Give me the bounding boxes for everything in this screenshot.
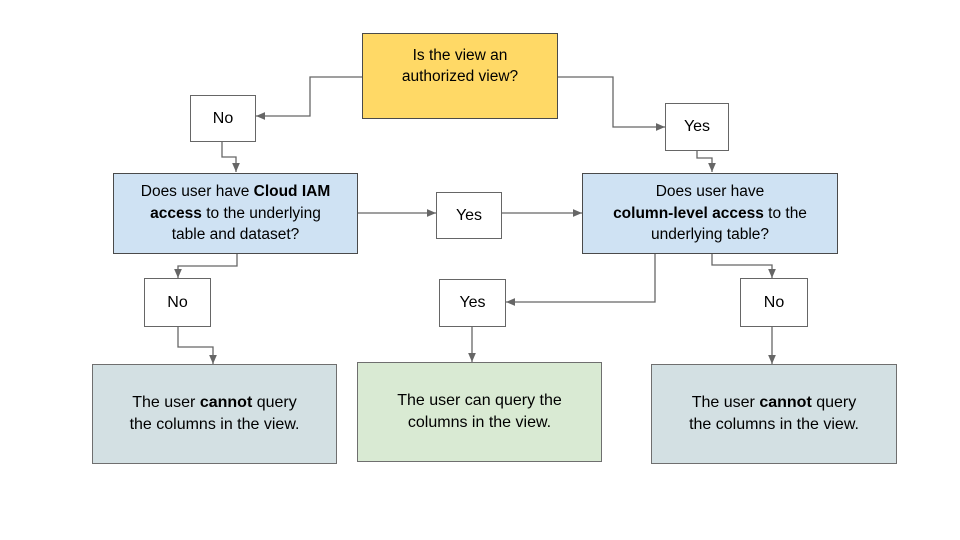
text-part: table and dataset? — [171, 226, 300, 244]
node-outcome-can-query: The user can query the columns in the vi… — [357, 362, 602, 462]
node-authorized-view-question: Is the view an authorized view? — [362, 33, 558, 119]
outcome-text-line: The user can query the — [397, 390, 562, 412]
node-answer-yes-iam: Yes — [436, 192, 502, 239]
node-outcome-cannot-query-right: The user cannot query the columns in the… — [651, 364, 897, 464]
edge-q-col-to-no3 — [711, 254, 776, 278]
text-part: The user — [691, 394, 760, 411]
question-text-line: Is the view an — [412, 46, 508, 64]
text-part: Does user have — [140, 183, 254, 201]
node-answer-no-column: No — [740, 278, 808, 327]
node-cloud-iam-question: Does user have Cloud IAM access to the u… — [113, 173, 358, 254]
text-part: query — [811, 394, 857, 411]
outcome-text-line: columns in the view. — [408, 412, 551, 434]
outcome-text-line: The user cannot query — [692, 392, 857, 414]
question-text-line: Does user have — [656, 181, 765, 203]
question-text-line: table and dataset? — [172, 224, 300, 246]
bold-text: access — [150, 204, 202, 222]
edge-q-iam-to-no2 — [174, 254, 238, 278]
text-part: to the underlying — [201, 204, 321, 222]
edge-root-to-yes1 — [558, 76, 665, 131]
question-text-line: column-level access to the — [613, 203, 807, 225]
node-outcome-cannot-query-left: The user cannot query the columns in the… — [92, 364, 337, 464]
answer-label: Yes — [683, 118, 711, 136]
edge-yes1-to-q-col — [696, 151, 716, 172]
text-part: to the — [763, 204, 807, 222]
edge-no2-to-deny-left — [177, 327, 217, 364]
text-part: The user — [132, 394, 200, 411]
text-part: query — [252, 394, 297, 411]
question-text-line: Does user have Cloud IAM — [141, 181, 331, 203]
node-answer-yes-authorized: Yes — [665, 103, 729, 151]
answer-label: No — [212, 109, 234, 127]
answer-label: Yes — [455, 206, 483, 224]
answer-label: No — [763, 293, 785, 311]
question-text-line: authorized view? — [401, 68, 519, 85]
bold-text: cannot — [759, 394, 812, 411]
edge-root-to-no1 — [256, 76, 362, 120]
edge-q-col-to-yes3 — [506, 254, 656, 306]
text-part: the columns in the view. — [689, 416, 859, 433]
question-text-line: underlying table? — [651, 224, 769, 246]
outcome-text-line: the columns in the view. — [130, 414, 300, 436]
answer-label: Yes — [459, 294, 486, 312]
outcome-text-line: the columns in the view. — [689, 414, 859, 436]
question-text-line: access to the underlying — [150, 203, 321, 225]
bold-text: cannot — [199, 394, 253, 411]
text-part: Does user have — [655, 183, 765, 201]
text-part: the columns in the view. — [129, 416, 300, 433]
edge-no1-to-q-iam — [221, 142, 240, 172]
node-answer-yes-column: Yes — [439, 279, 506, 327]
node-answer-no-iam: No — [144, 278, 211, 327]
node-answer-no-authorized: No — [190, 95, 256, 142]
outcome-text-line: The user cannot query — [132, 392, 297, 414]
text-part: underlying table? — [650, 226, 770, 244]
bold-text: Cloud IAM — [253, 183, 331, 201]
text-part: The user can query the — [397, 392, 562, 409]
node-column-level-question: Does user have column-level access to th… — [582, 173, 838, 254]
bold-text: column-level access — [613, 204, 764, 222]
text-part: columns in the view. — [407, 414, 552, 431]
answer-label: No — [167, 293, 188, 311]
